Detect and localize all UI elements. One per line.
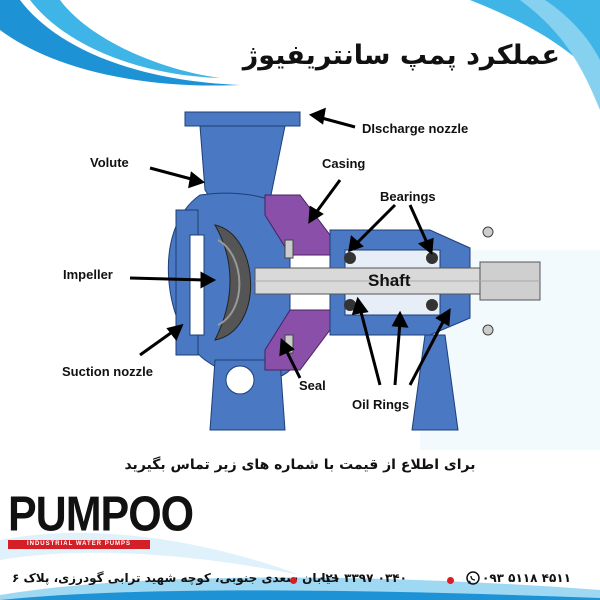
bullet-dot — [447, 577, 454, 584]
call-to-action-text: برای اطلاع از قیمت با شماره های زیر تماس… — [124, 457, 476, 473]
label-impeller: Impeller — [63, 267, 113, 282]
footer-address: خیابان سعدی جنوبی، کوچه شهید ترابی گودرز… — [12, 571, 340, 585]
brand-tagline: INDUSTRIAL WATER PUMPS — [8, 540, 150, 549]
footer-phone-office: ۰۲۱ ۳۳۹۷ ۰۳۴۰ — [318, 571, 407, 585]
label-shaft: Shaft — [368, 271, 411, 290]
page-title: عملکرد پمپ سانتریفیوژ — [242, 40, 560, 71]
label-casing: Casing — [322, 156, 366, 171]
label-volute: Volute — [90, 155, 129, 170]
label-seal: Seal — [299, 378, 326, 393]
label-discharge-nozzle: DIscharge nozzle — [362, 121, 469, 136]
brand-name: PUMPOO — [8, 486, 194, 543]
label-oil-rings: Oil Rings — [352, 397, 410, 412]
whatsapp-icon — [466, 571, 480, 585]
bullet-dot — [290, 577, 297, 584]
brand-logo: PUMPOO INDUSTRIAL WATER PUMPS — [8, 486, 194, 549]
label-suction-nozzle: Suction nozzle — [62, 364, 153, 379]
footer-phone-mobile: ۰۹۳ ۵۱۱۸ ۴۵۱۱ — [482, 571, 571, 585]
label-bearings: Bearings — [380, 189, 436, 204]
